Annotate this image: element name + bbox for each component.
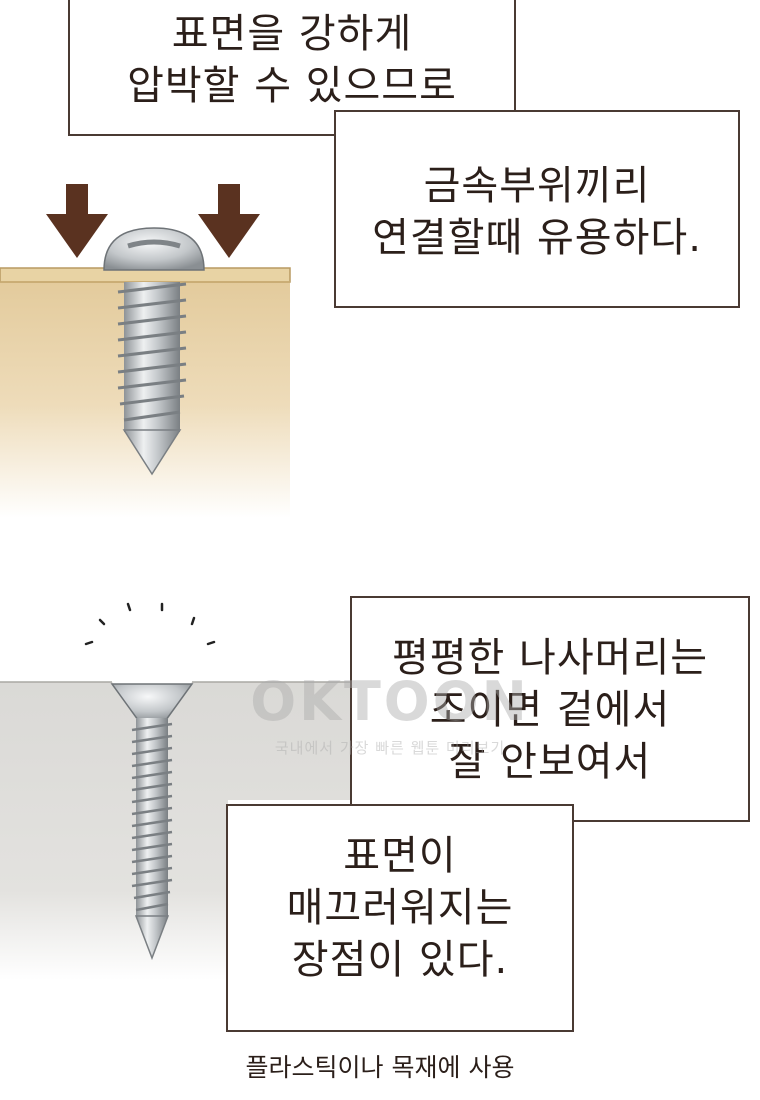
caption-box-merge [336, 112, 514, 134]
down-arrow-icon [46, 184, 108, 258]
flat-head-screw-icon [110, 683, 194, 961]
footer-caption: 플라스틱이나 목재에 사용 [245, 1053, 515, 1082]
pan-head-screw-icon [103, 227, 205, 476]
sparkle-lines-icon [84, 602, 216, 646]
caption-bottom-a: 평평한 나사머리는 조이면 겉에서 잘 안보여서 [391, 635, 709, 785]
caption-box-merge-bottom [352, 806, 572, 826]
caption-top-a: 표면을 강하게 압박할 수 있으므로 [127, 11, 457, 109]
concrete-block [0, 681, 352, 980]
caption-box-bottom-a [350, 596, 750, 822]
caption-bottom-b: 표면이 매끄러워지는 장점이 있다. [286, 833, 514, 983]
caption-box-top-b [334, 110, 740, 308]
caption-top-b: 금속부위끼리 연결할때 유용하다. [372, 163, 702, 261]
down-arrow-icon [198, 184, 260, 258]
caption-box-bottom-b [226, 804, 574, 1032]
